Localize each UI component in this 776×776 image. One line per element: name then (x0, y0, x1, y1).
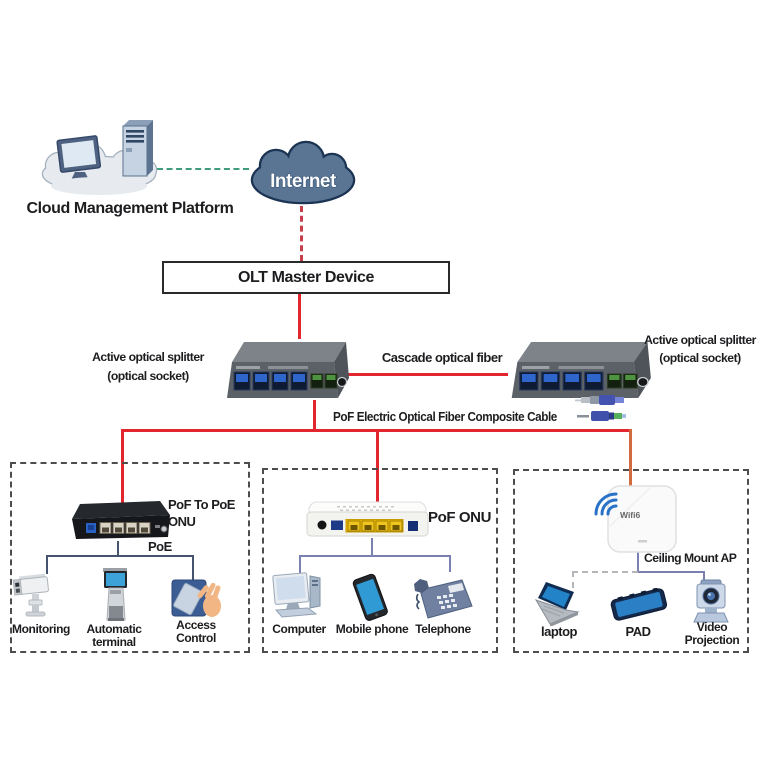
poe-onu-label-2: ONU (168, 514, 196, 529)
computer-icon (272, 572, 321, 618)
sc-optical-ports (233, 371, 308, 391)
video-projection-label-1: Video (696, 620, 728, 634)
pof-cable-label: PoF Electric Optical Fiber Composite Cab… (333, 410, 557, 424)
lan-zone-drop (376, 429, 379, 506)
apc-green-ports (606, 373, 638, 389)
kiosk-terminal-icon (103, 568, 127, 621)
dc-power-jack (637, 376, 649, 388)
dc-power-jack (336, 376, 348, 388)
access-control-icon (171, 579, 221, 617)
ceiling-ap-label: Ceiling Mount AP (644, 551, 737, 565)
olt-splitter-link (298, 293, 301, 339)
lan-zone-box (262, 468, 498, 653)
onu-lan-ports (347, 520, 403, 532)
cascade-fiber-label: Cascade optical fiber (381, 350, 503, 365)
splitter-right-label-1: Active optical splitter (644, 333, 756, 347)
ap-wireless-link-h (572, 571, 638, 573)
wifi6-badge: Wifi6 (620, 510, 641, 520)
laptop-icon (534, 582, 580, 626)
onu-rj45-ports (99, 522, 151, 534)
lan-bracket-drop-right (449, 555, 451, 572)
automatic-terminal-label-1: Automatic (86, 622, 142, 636)
poe-zone-drop (121, 429, 124, 503)
poe-label: PoE (148, 539, 172, 554)
access-control-label-1: Access (176, 618, 216, 632)
splitter-right-label-2: (optical socket) (659, 351, 741, 365)
ap-link-stem (637, 552, 639, 573)
pof-onu-label: PoF ONU (428, 509, 492, 526)
cloud-platform-label: Cloud Management Platform (26, 200, 234, 217)
splitter-left-label-1: Active optical splitter (92, 350, 204, 364)
onu-wan-port (408, 521, 418, 531)
fiber-pigtail-connectors-icon (575, 395, 626, 421)
video-projection-label-2: Projection (684, 633, 740, 647)
optical-splitter-left-icon (227, 342, 349, 398)
lan-bracket-drop-left (299, 555, 301, 574)
telephone-icon (414, 579, 473, 619)
automatic-terminal-label-2: terminal (92, 635, 136, 649)
pof-to-poe-onu-icon (72, 501, 170, 539)
poe-bracket-drop-right (192, 555, 194, 581)
mobile-phone-icon (352, 573, 388, 621)
apc-green-ports (310, 373, 338, 389)
lan-bracket-stem (371, 538, 373, 557)
monitoring-label: Monitoring (12, 622, 70, 636)
monitoring-camera-icon (12, 573, 49, 617)
mobile-phone-label: Mobile phone (335, 622, 409, 636)
cascade-fiber-line (347, 373, 508, 376)
internet-label: Internet (270, 171, 337, 192)
onu-power-jack (160, 525, 168, 533)
access-control-label-2: Control (176, 631, 216, 645)
wifi-zone-box (513, 469, 749, 653)
ap-zone-drop (629, 429, 632, 490)
optical-splitter-right-icon (511, 342, 651, 398)
cloud-management-icon (41, 120, 158, 195)
video-projection-icon (693, 579, 729, 623)
monitor-icon (56, 135, 102, 173)
onu-round-connector (317, 520, 327, 530)
management-internet-link (157, 168, 249, 170)
server-tower-icon (122, 120, 153, 177)
hand-icon (197, 582, 221, 617)
computer-label: Computer (272, 622, 326, 636)
pad-icon (610, 588, 668, 621)
ap-link-drop-video (703, 571, 705, 587)
wifi-signal-icon (594, 492, 618, 516)
poe-zone-box (10, 462, 250, 653)
poe-bracket-stem (117, 541, 119, 557)
poe-bracket-bar (46, 555, 194, 557)
lan-bracket-bar (299, 555, 451, 557)
internet-olt-link (300, 206, 303, 261)
poe-bracket-drop-left (46, 555, 48, 574)
olt-master-device-box: OLT Master Device (162, 261, 450, 294)
telephone-label: Telephone (415, 622, 471, 636)
pof-onu-icon (306, 501, 429, 537)
ceiling-ap-icon: Wifi6 (594, 485, 677, 553)
ap-link-bar (637, 571, 705, 573)
onu-fiber-port (331, 520, 343, 530)
laptop-label: laptop (541, 624, 578, 639)
pad-label: PAD (625, 624, 651, 639)
ap-wireless-link-v (572, 571, 574, 588)
poe-onu-label-1: PoF To PoE (168, 497, 235, 512)
splitter-left-label-2: (optical socket) (107, 369, 189, 383)
olt-label: OLT Master Device (237, 268, 375, 286)
internet-cloud-icon: Internet (250, 140, 356, 205)
splitter-cable-drop (313, 400, 316, 431)
sc-optical-ports (519, 371, 604, 391)
